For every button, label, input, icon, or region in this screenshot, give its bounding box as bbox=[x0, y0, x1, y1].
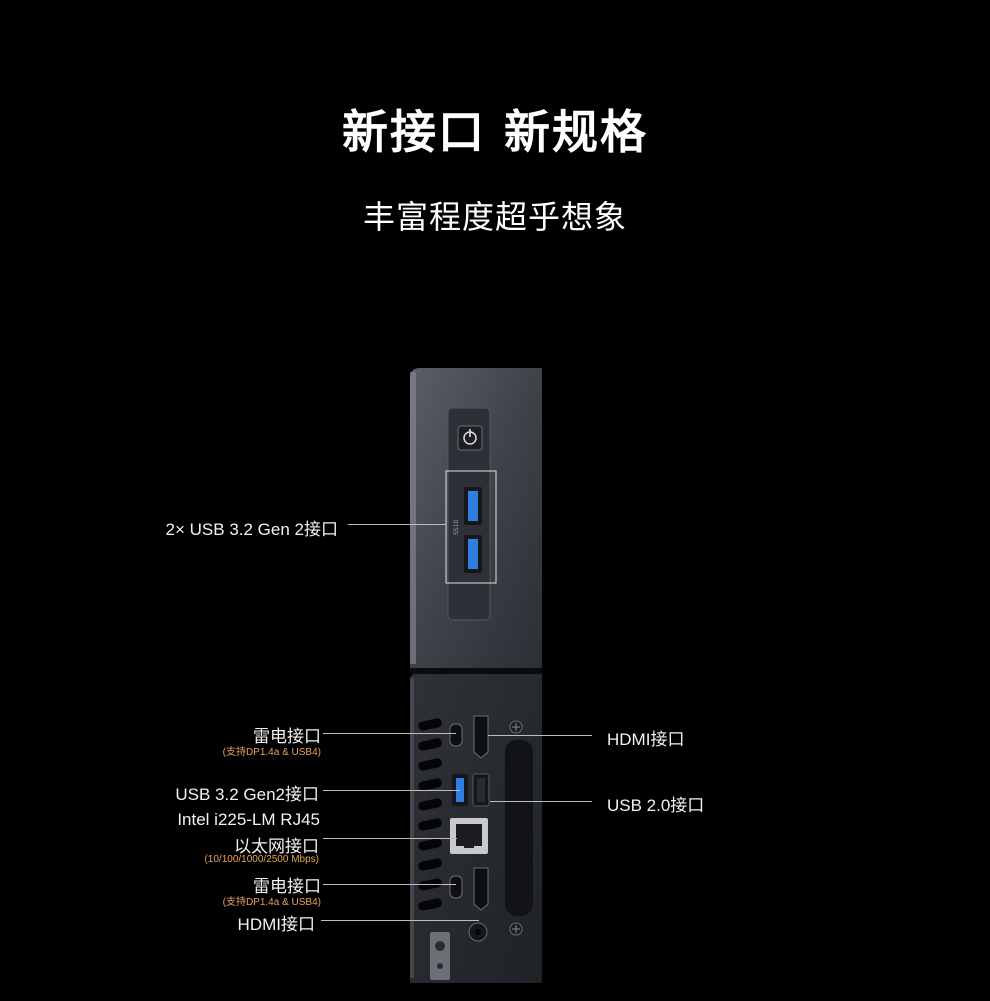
page-title: 新接口 新规格 bbox=[341, 105, 648, 159]
vent-slots bbox=[418, 718, 442, 911]
callout-thunderbolt-bottom: 雷电接口 bbox=[253, 877, 321, 896]
callout-ethernet-note: (10/100/1000/2500 Mbps) bbox=[204, 854, 319, 865]
leader-line-thunderbolt-top bbox=[323, 733, 456, 734]
leader-line-hdmi-right bbox=[488, 735, 592, 736]
callout-thunderbolt-top: 雷电接口 bbox=[253, 727, 321, 746]
callout-ethernet-line1: Intel i225-LM RJ45 bbox=[177, 810, 320, 829]
leader-line-thunderbolt-bottom bbox=[323, 884, 456, 885]
callout-thunderbolt-bottom-note: (支持DP1.4a & USB4) bbox=[222, 897, 321, 908]
callout-thunderbolt-top-note: (支持DP1.4a & USB4) bbox=[222, 747, 321, 758]
rear-panel bbox=[410, 674, 542, 983]
front-usb-ports: SS10 bbox=[453, 487, 482, 573]
front-panel: SS10 bbox=[410, 368, 542, 668]
callout-usb32: USB 3.2 Gen2接口 bbox=[175, 785, 319, 804]
svg-text:SS10: SS10 bbox=[453, 520, 460, 535]
leader-line-hdmi-bottom bbox=[321, 920, 479, 921]
callout-hdmi-bottom: HDMI接口 bbox=[237, 915, 315, 934]
page-subtitle: 丰富程度超乎想象 bbox=[362, 198, 627, 236]
power-icon bbox=[457, 425, 483, 451]
leader-line-ethernet bbox=[323, 838, 457, 839]
callout-front-usb: 2× USB 3.2 Gen 2接口 bbox=[165, 520, 338, 539]
callout-usb20-right: USB 2.0接口 bbox=[607, 796, 705, 815]
leader-line-usb32 bbox=[323, 790, 460, 791]
leader-line-front-usb bbox=[348, 524, 446, 525]
leader-line-usb20-right bbox=[490, 801, 592, 802]
callout-ethernet-line2: 以太网接口 bbox=[234, 837, 319, 856]
callout-hdmi-right: HDMI接口 bbox=[607, 730, 685, 749]
